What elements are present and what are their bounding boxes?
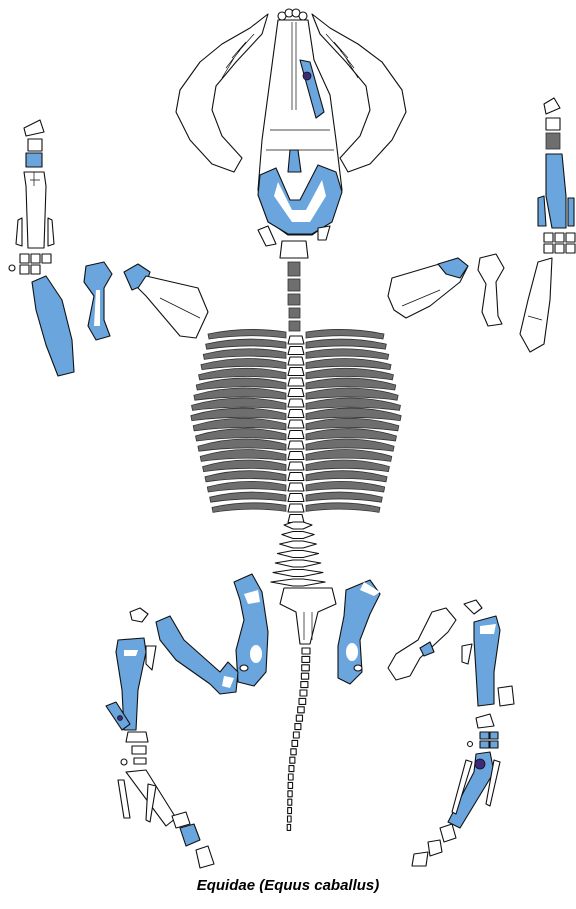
caudal-vertebra [288,782,293,788]
skeleton-diagram [0,0,576,870]
rib [306,481,385,492]
lumbar-vertebra [273,570,323,577]
thoracic-vertebra [288,441,304,449]
caudal-vertebra [299,698,306,704]
right-hindlimb [388,600,514,866]
lumbar-vertebra [282,532,314,539]
thoracic-vertebra [288,357,304,365]
caudal-vertebra [296,715,302,721]
marked-spot [303,72,311,80]
thoracic-vertebra [288,431,304,439]
rib [206,339,286,349]
metacarpal-fragment [546,154,566,228]
right-pelvis [338,580,380,684]
thoracic-vertebra [288,515,304,523]
caudal-vertebra [301,682,308,688]
thoracic-vertebra [288,452,304,460]
left-pelvis [234,574,268,686]
caudal-vertebra [288,791,292,797]
caudal-vertebra [298,707,305,713]
rib [205,471,286,482]
thoracic-vertebra [288,473,304,481]
caudal-vertebra [288,774,293,780]
lumbar-vertebrae [271,522,325,586]
caudal-vertebra [302,656,310,662]
cervical-vertebrae [288,262,300,331]
rib [306,503,380,513]
thoracic-vertebra [288,462,304,470]
thoracic-vertebra [288,494,304,502]
incisors [278,9,307,20]
ribs-left [191,329,286,512]
caudal-vertebra [302,665,310,671]
figure-caption: Equidae (Equus caballus) [0,877,576,894]
rib [306,449,392,461]
phalanx-fragment [26,153,42,167]
thoracic-vertebra [288,389,304,397]
caudal-vertebra [288,816,292,822]
caudal-vertebra [288,799,292,805]
left-mandible [176,14,268,172]
thoracic-vertebra [288,420,304,428]
rib [203,349,286,360]
left-hindlimb [106,608,238,868]
rib [306,329,384,339]
caudal-vertebra [287,824,290,830]
phalanx-fragment-hind [180,824,200,846]
caudal-vertebra [295,724,301,730]
rib [306,471,387,482]
radius-fragment [32,276,74,376]
caudal-vertebra [289,766,294,772]
caudal-vertebra [293,732,299,738]
rib [200,449,286,461]
rib [208,329,286,339]
thoracic-vertebra [288,410,304,418]
thoracic-vertebra [288,368,304,376]
caudal-vertebra [301,673,308,679]
caudal-vertebra [302,648,310,654]
rib [203,460,286,472]
thoracic-vertebra [288,378,304,386]
rib [306,349,389,360]
rib [306,492,382,502]
caudal-vertebrae [287,648,310,830]
thoracic-vertebra [288,483,304,491]
thoracic-vertebra [288,347,304,355]
lumbar-vertebra [275,560,321,567]
thoracic-vertebra [288,399,304,407]
rib [212,503,286,513]
lumbar-vertebra [277,551,318,558]
rib [306,460,389,472]
thoracic-vertebra [288,504,304,512]
caudal-vertebra [291,749,296,755]
ribs-right [306,329,401,512]
lumbar-vertebra [280,541,317,548]
caudal-vertebra [292,740,298,746]
sacrum [280,588,336,644]
left-forelimb [9,120,208,376]
rib [210,492,286,502]
thoracic-vertebrae [288,336,304,523]
atlas [280,241,308,258]
right-forelimb [388,98,575,352]
caudal-vertebra [300,690,307,696]
caudal-vertebra [288,808,292,814]
rib [306,339,386,349]
caudal-vertebra [290,757,295,763]
rib [207,481,286,492]
lumbar-vertebra [271,579,325,586]
thoracic-vertebra [288,336,304,344]
lumbar-vertebra [284,522,312,529]
